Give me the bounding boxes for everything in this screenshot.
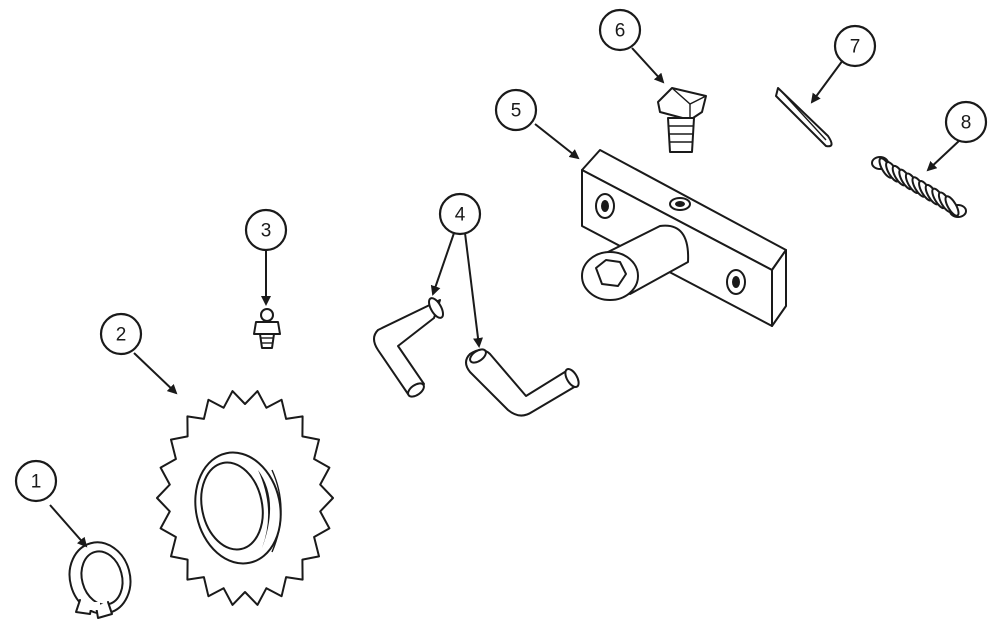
callout-7: 7: [833, 24, 877, 68]
callout-8: 8: [944, 100, 988, 144]
callout-5: 5: [494, 88, 538, 132]
callout-6: 6: [598, 8, 642, 52]
leader-4b: [464, 232, 483, 348]
leader-1: [49, 504, 88, 548]
callout-label-5: 5: [511, 101, 522, 122]
part-sprocket: [156, 390, 334, 606]
callout-label-6: 6: [615, 21, 626, 42]
leader-2: [133, 352, 178, 395]
leader-8: [926, 139, 961, 172]
part-mounting-block: [581, 149, 787, 327]
callout-1: 1: [14, 459, 58, 503]
part-spring: [871, 156, 967, 218]
callout-3: 3: [244, 208, 288, 252]
spring-coil: [944, 195, 960, 217]
leader-lines: [49, 47, 961, 548]
part-bent-pins: [373, 297, 580, 417]
part-snap-ring: [68, 541, 132, 619]
callout-2: 2: [99, 312, 143, 356]
part-bolt: [657, 87, 707, 153]
callout-label-7: 7: [850, 37, 861, 58]
callout-label-3: 3: [261, 221, 272, 242]
leader-6: [631, 47, 665, 84]
callout-4: 4: [438, 192, 482, 236]
part-cotter-pin: [775, 87, 833, 148]
leader-4a: [430, 232, 455, 296]
callout-label-1: 1: [31, 472, 42, 493]
callout-label-8: 8: [961, 113, 972, 134]
callout-label-2: 2: [116, 325, 127, 346]
part-grease-fitting: [253, 308, 281, 349]
callout-label-4: 4: [455, 205, 466, 226]
leader-5: [534, 123, 580, 160]
leader-7: [810, 59, 844, 104]
